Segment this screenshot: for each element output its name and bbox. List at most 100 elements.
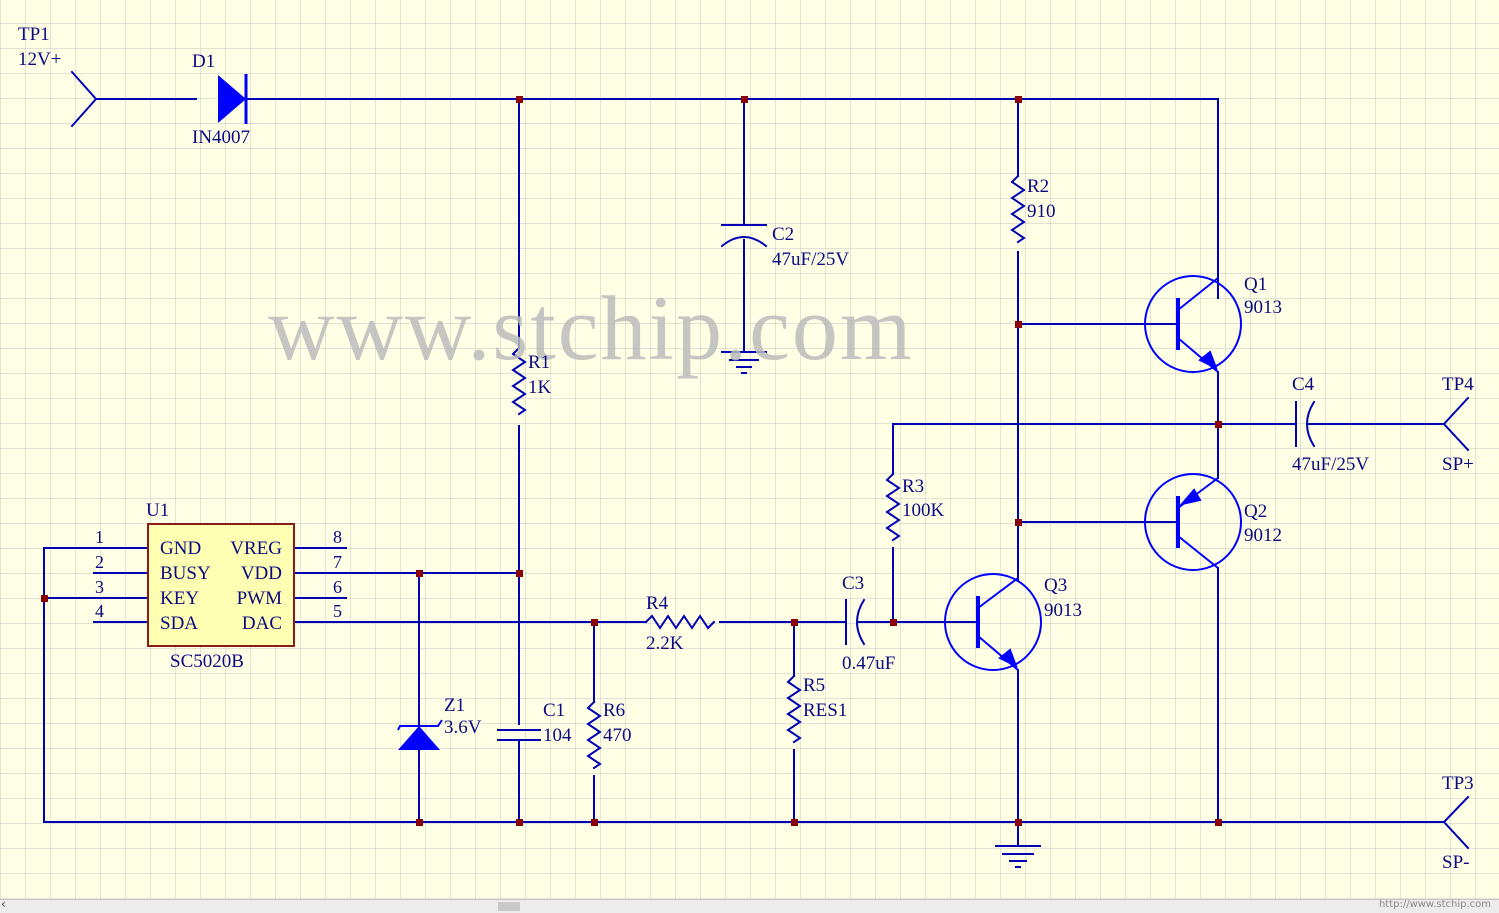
tp3-ref: TP3 [1442,773,1474,794]
u1-pin-num-1: 1 [95,527,104,547]
junction-dot [516,570,523,577]
c3-ref: C3 [842,573,865,594]
junction-dot [41,595,48,602]
junction-dot [1015,96,1022,103]
junction-dot [591,819,598,826]
c2-plate-curve [720,236,768,248]
r4-value: 2.2K [646,633,684,654]
r4-body [644,614,847,630]
junction-dot [416,819,423,826]
scrollbar-thumb[interactable] [498,902,520,911]
junction-dot [791,619,798,626]
tp4-ref: TP4 [1442,374,1474,395]
q3-value: 9013 [1044,600,1082,621]
c1-ref: C1 [543,700,566,721]
tp4-name: SP+ [1442,454,1474,475]
q1-symbol [1144,275,1242,373]
u1-pin-label-vdd: VDD [240,563,282,584]
u1-pin-label-vreg: VREG [230,538,282,559]
q3-symbol [944,573,1042,671]
r3-body [885,472,901,542]
c3-value: 0.47uF [842,653,896,674]
q1-ref: Q1 [1244,274,1268,295]
tp1-ref: TP1 [18,24,50,45]
q2-symbol [1144,473,1242,571]
z1-value: 3.6V [444,717,482,738]
junction-dot [516,819,523,826]
r6-body [586,700,602,770]
tp3-name: SP- [1442,852,1470,873]
q1-value: 9013 [1244,297,1282,318]
r1-value: 1K [528,377,552,398]
junction-dot [741,96,748,103]
r1-body [511,346,527,416]
u1-pin-label-dac: DAC [241,613,282,634]
tp3-arrow [1442,795,1470,850]
c4-ref: C4 [1292,374,1315,395]
d1-symbol [218,74,248,124]
r6-value: 470 [603,725,632,746]
c4-value: 47uF/25V [1292,454,1370,475]
u1-pin-label-sda: SDA [160,613,199,634]
junctions [41,96,1222,826]
u1-pin-label-gnd: GND [160,538,202,559]
junction-dot [1015,519,1022,526]
u1-pin-num-3: 3 [95,577,104,597]
u1-body [147,523,295,647]
c2-value: 47uF/25V [772,249,850,270]
u1-pin-num-2: 2 [95,552,104,572]
junction-dot [1015,819,1022,826]
r5-ref: R5 [803,675,826,696]
wire-u1-right [293,547,647,623]
r4-ref: R4 [646,593,669,614]
z1-ref: Z1 [444,695,466,716]
u1-pin-num-6: 6 [333,577,342,597]
d1-ref: D1 [192,51,216,72]
u1-pin-num-7: 7 [333,552,342,572]
u1-part: SC5020B [170,651,244,672]
horizontal-scrollbar[interactable]: ‹ http://www.stchip.com [0,897,1499,913]
r1-ref: R1 [528,352,551,373]
u1-pin-label-busy: BUSY [160,563,211,584]
tp4-arrow [1442,396,1470,452]
c1-plates [497,729,541,741]
junction-dot [1215,421,1222,428]
junction-dot [791,819,798,826]
q2-value: 9012 [1244,525,1282,546]
u1-pin-num-8: 8 [333,527,342,547]
q3-ref: Q3 [1044,575,1068,596]
r2-value: 910 [1027,201,1056,222]
wire-top-rail [95,98,1219,299]
junction-dot [1215,819,1222,826]
junction-dot [416,570,423,577]
u1-pin-label-key: KEY [160,588,200,609]
wire-bottom-rail [43,547,1445,823]
junction-dot [516,96,523,103]
footer-url: http://www.stchip.com [1378,899,1491,910]
u1-pin-num-5: 5 [333,601,342,621]
c1-value: 104 [543,725,572,746]
r2-ref: R2 [1027,176,1050,197]
u1-pin-label-pwm: PWM [236,588,282,609]
tp1-name: 12V+ [18,49,62,70]
junction-dot [1015,321,1022,328]
c2-ground [721,351,767,374]
c4-plate-curve [1306,400,1316,448]
watermark: www.stchip.com [268,277,914,379]
u1-pin-num-4: 4 [95,601,104,621]
junction-dot [890,619,897,626]
r5-value: RES1 [803,700,848,721]
u1-ref: U1 [146,500,170,521]
r3-value: 100K [902,500,945,521]
junction-dot [591,619,598,626]
r5-body [786,674,802,744]
r2-body [1010,174,1026,244]
q2-ref: Q2 [1244,501,1268,522]
scroll-left-icon[interactable]: ‹ [1,897,6,911]
r3-ref: R3 [902,476,925,497]
z1-symbol [397,719,443,750]
bottom-ground [995,845,1041,868]
tp1-arrow [70,70,98,128]
c2-ref: C2 [772,224,795,245]
